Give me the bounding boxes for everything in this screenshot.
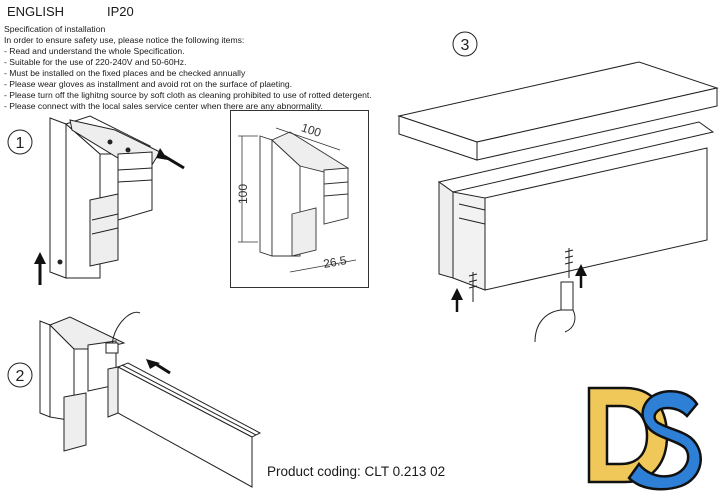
ds-logo	[587, 386, 702, 491]
step-3-badge	[452, 31, 478, 57]
spec-item: - Please connect with the local sales se…	[4, 101, 323, 111]
dimension-height: 100	[236, 184, 250, 204]
spec-item: - Please turn off the lighitng source by…	[4, 90, 372, 100]
spec-item: - Please wear gloves as installment and …	[4, 79, 293, 89]
lighting-cable	[105, 311, 141, 354]
ip-rating-label: IP20	[107, 4, 134, 19]
dimension-width: 100	[300, 120, 324, 140]
step-3-number: 3	[461, 37, 470, 54]
step-2-number: 2	[16, 368, 25, 385]
mount-arrows	[451, 264, 587, 312]
spec-title: Specification of installation	[4, 24, 106, 34]
insert-arrow-left	[156, 148, 185, 170]
slide-arrow	[146, 359, 171, 375]
dimension-lines	[238, 127, 357, 273]
step-1-number: 1	[16, 135, 25, 152]
step-1-badge	[7, 129, 33, 155]
dimension-depth: 26.5	[322, 253, 348, 271]
step-2-badge	[7, 362, 33, 388]
logo-letter-s	[627, 390, 702, 491]
spec-item: - Read and understand the whole Specific…	[4, 46, 185, 56]
product-coding: Product coding: CLT 0.213 02	[267, 464, 446, 479]
step-1-figure: 1	[7, 115, 185, 285]
specification-block: Specification of installation In order t…	[4, 24, 404, 112]
spec-item: - Must be installed on the fixed places …	[4, 68, 246, 78]
insert-arrow-up	[34, 252, 46, 285]
screwdriver-hand	[534, 281, 576, 342]
step-3-figure: 3	[397, 31, 719, 342]
screw-icons	[468, 248, 574, 302]
language-label: ENGLISH	[7, 4, 65, 19]
spec-intro: In order to ensure safety use, please no…	[4, 35, 245, 45]
spec-item: - Suitable for the use of 220-240V and 5…	[4, 57, 187, 67]
dimension-inset: 100 100 26.5	[230, 110, 369, 288]
step-2-figure: 2	[7, 311, 262, 488]
